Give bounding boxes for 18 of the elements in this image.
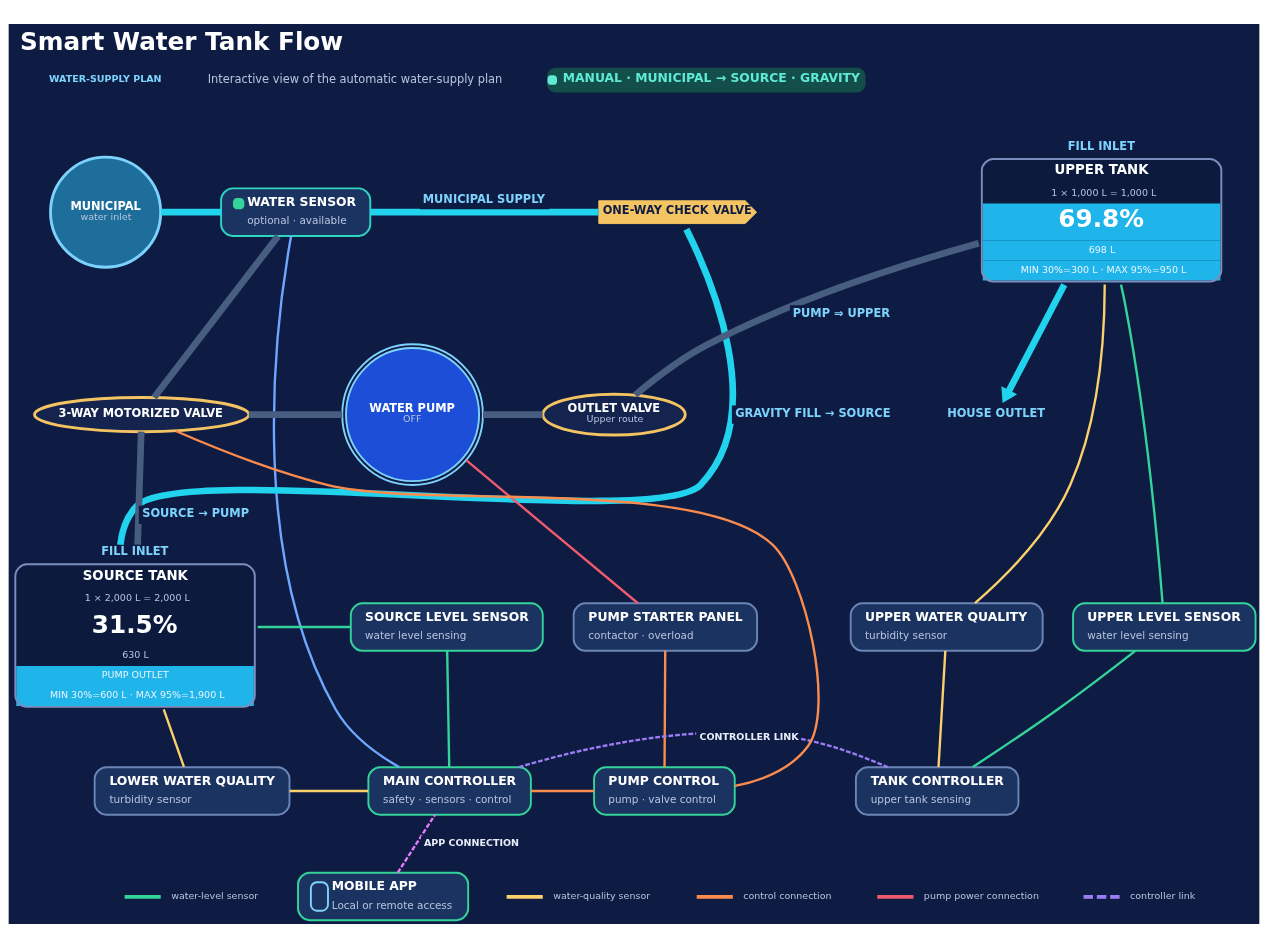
edge-label: CONTROLLER LINK [699,731,799,743]
node-text: HOUSE OUTLET [947,405,1046,420]
node-label: FILL INLET [101,544,169,559]
legend-label: control connection [743,890,832,902]
edge-label: GRAVITY FILL → SOURCE [735,406,891,421]
edge-label: PUMP ⇒ UPPER [792,305,890,320]
edge-label: APP CONNECTION [423,836,520,848]
legend-label: pump power connection [923,890,1039,902]
legend-label: water-quality sensor [553,890,651,902]
legend-label: water-level sensor [171,890,259,902]
label: WATER-SUPPLY PLAN [49,72,162,84]
node-label: FILL INLET [1067,139,1135,154]
edge-label: SOURCE → PUMP [142,506,249,521]
legend-label: controller link [1130,890,1196,902]
label: MANUAL · MUNICIPAL → SOURCE · GRAVITY [562,71,860,86]
edge-label: MUNICIPAL SUPPLY [422,191,545,206]
label: Interactive view of the automatic water-supply plan [207,72,503,87]
diagram-title: Smart Water Tank Flow [20,27,344,57]
